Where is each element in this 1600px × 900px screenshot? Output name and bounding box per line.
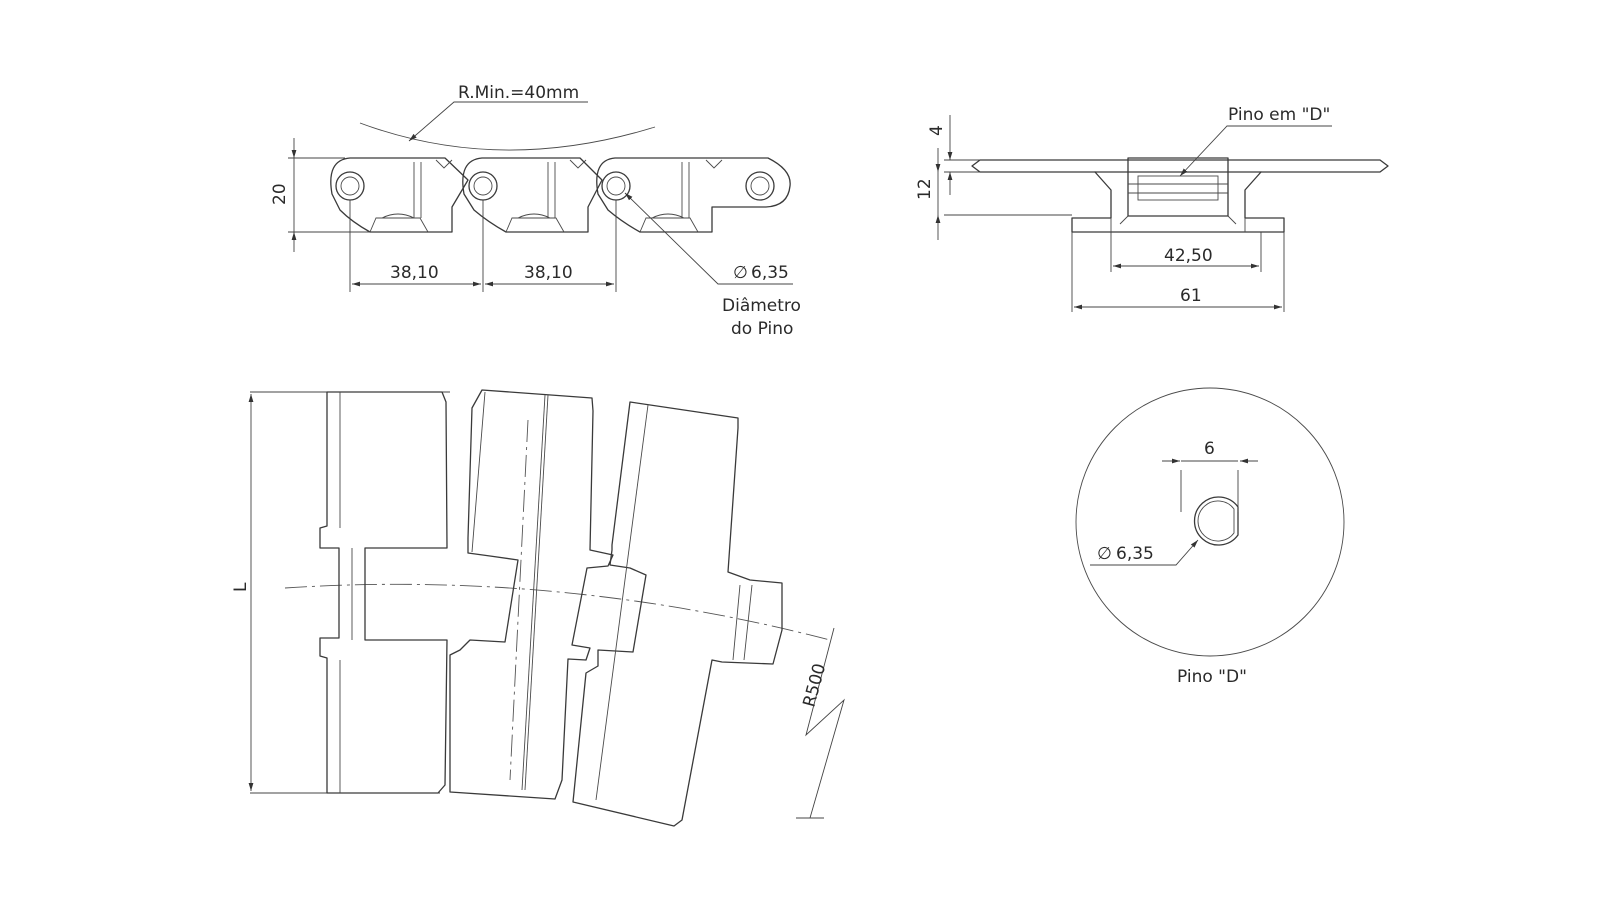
- r500-label: R500: [800, 661, 831, 709]
- chain-link-1: [330, 157, 469, 233]
- dim-61-label: 61: [1180, 286, 1202, 306]
- front-view: Pino em "D" 4 12 42,50 61: [915, 105, 1389, 312]
- pitch-label-1: 38,10: [390, 263, 439, 283]
- length-label: L: [231, 582, 251, 592]
- radius-label: R.Min.=40mm: [458, 83, 579, 103]
- d-pin-shape: [1193, 496, 1239, 546]
- pin-diameter-label: 6,35: [751, 263, 789, 283]
- detail-diameter-label: 6,35: [1116, 544, 1154, 564]
- plate-3: [572, 401, 783, 827]
- dim-4-label: 4: [927, 125, 947, 136]
- plate-1: [319, 391, 448, 794]
- plate-2: [449, 389, 614, 800]
- dim-42-label: 42,50: [1164, 246, 1213, 266]
- detail-caption: Pino "D": [1177, 667, 1247, 687]
- pin-d-leader: [1179, 125, 1332, 177]
- top-view: L R500: [231, 389, 845, 827]
- detail-circle: [1075, 387, 1345, 657]
- dim-12-label: 12: [915, 178, 935, 200]
- r500-break-line: [805, 627, 845, 819]
- pitch-label-2: 38,10: [524, 263, 573, 283]
- height-label: 20: [270, 183, 290, 205]
- chain-link-3: [596, 157, 791, 233]
- side-view: R.Min.=40mm: [270, 83, 801, 339]
- pin-block: [1127, 157, 1229, 217]
- link-body: [1071, 171, 1285, 233]
- pin-diameter-symbol: ∅: [733, 263, 748, 283]
- pin-caption-line2: do Pino: [731, 319, 793, 339]
- chain-link-2: [462, 157, 603, 233]
- pin-caption-line1: Diâmetro: [722, 296, 801, 316]
- pin-d-label: Pino em "D": [1228, 105, 1330, 125]
- detail-diameter-symbol: ∅: [1097, 544, 1112, 564]
- pin-diameter-leader: [624, 192, 793, 285]
- center-arc: [284, 583, 831, 641]
- radius-leader: [408, 101, 588, 142]
- top-plate: [971, 159, 1389, 173]
- detail-diameter-leader: [1090, 539, 1199, 566]
- flat-width-label: 6: [1204, 439, 1215, 459]
- min-radius-arc: [359, 122, 656, 151]
- pin-detail: 6 ∅ 6,35 Pino "D": [1075, 387, 1345, 687]
